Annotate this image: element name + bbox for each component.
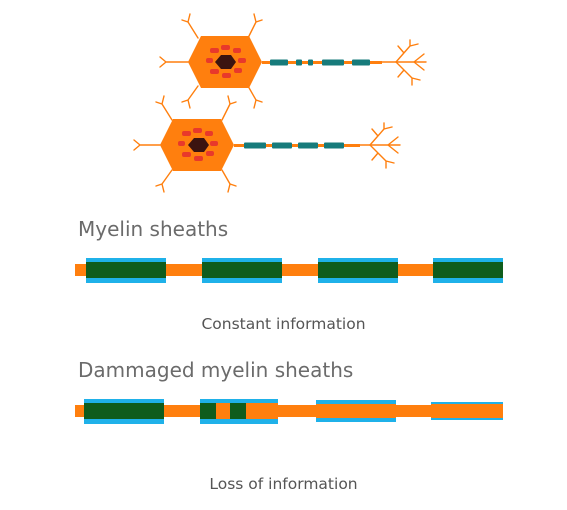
- healthy-section-caption: Constant information: [201, 315, 366, 333]
- myelin-sheath-damaged-2: [200, 399, 278, 424]
- damaged-myelinated-axon: [75, 397, 503, 425]
- neuron-1: [159, 13, 427, 109]
- myelin-sheath-healthy-2: [202, 258, 282, 283]
- damaged-section-title: Dammaged myelin sheaths: [78, 358, 354, 382]
- healthy-section-title: Myelin sheaths: [78, 217, 229, 241]
- myelin-sheath-damaged-1: [84, 399, 164, 424]
- myelin-sheath-healthy-1: [86, 258, 166, 283]
- myelin-sheath-healthy-4: [433, 258, 503, 283]
- neuron-2: [133, 95, 401, 193]
- neuron-illustrations: [133, 13, 427, 193]
- myelin-sheath-healthy-3: [318, 258, 398, 283]
- healthy-myelinated-axon: [75, 256, 503, 284]
- damaged-section-caption: Loss of information: [209, 475, 358, 493]
